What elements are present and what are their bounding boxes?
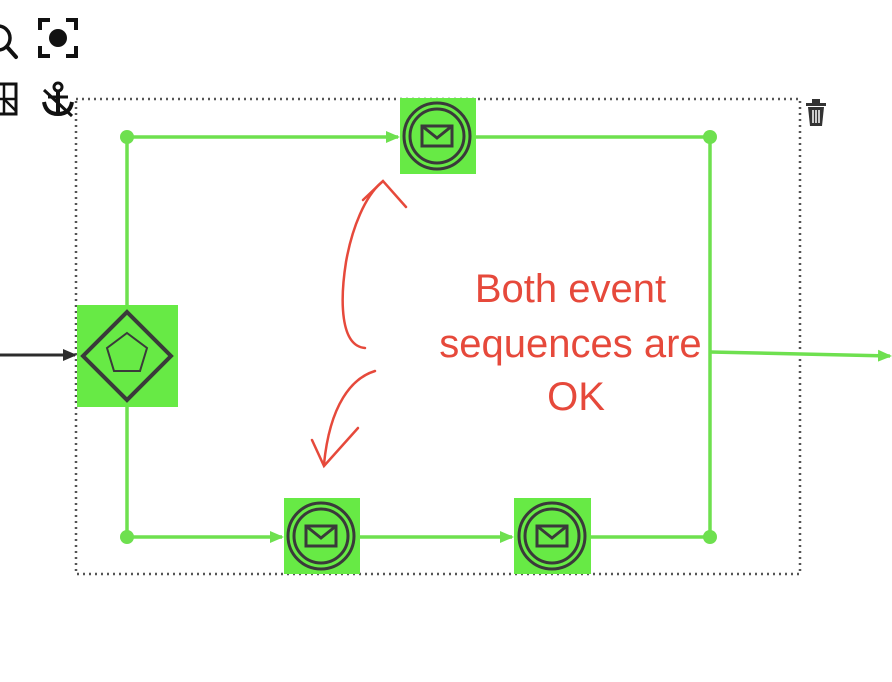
annotation-line-3: OK (547, 375, 605, 419)
flow-second-event-to-join (591, 352, 712, 539)
flow-outgoing (709, 349, 892, 362)
event-based-gateway[interactable] (77, 305, 178, 407)
annotation-arrow-down (322, 369, 377, 466)
annotation-arrow-up (341, 180, 384, 350)
anchor-icon[interactable] (42, 81, 74, 118)
annotation-line-1: Both event (475, 267, 666, 311)
waypoints (120, 130, 717, 544)
trash-icon[interactable] (806, 99, 826, 126)
annotation-arrow-down-head (310, 426, 360, 469)
zoom-icon[interactable] (0, 24, 18, 59)
annotation-arrows (310, 179, 408, 469)
annotation-line-2: sequences are (439, 322, 701, 366)
message-event-bottom-second[interactable] (514, 498, 591, 574)
flow-top-event-to-join (476, 135, 712, 352)
annotation-text: Both event sequences are OK (439, 267, 713, 419)
focus-icon[interactable] (38, 18, 78, 58)
message-event-bottom-first[interactable] (284, 498, 360, 574)
flow-gateway-to-bottom-event (125, 407, 284, 543)
message-event-top[interactable] (400, 98, 476, 174)
grid-icon[interactable] (0, 82, 18, 116)
annotation-arrow-up-head (361, 179, 408, 209)
